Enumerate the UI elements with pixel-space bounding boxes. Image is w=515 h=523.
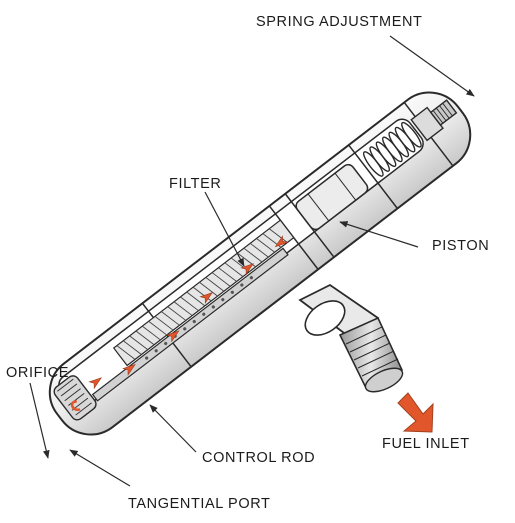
leader-tangential-port bbox=[69, 449, 131, 487]
leader-piston bbox=[339, 221, 419, 248]
fuel-flow-arrows bbox=[70, 235, 289, 412]
spring bbox=[362, 121, 422, 177]
leader-spring-adjustment bbox=[389, 35, 475, 97]
label-spring-adjustment: SPRING ADJUSTMENT bbox=[256, 14, 423, 30]
orifice-tip bbox=[53, 375, 97, 421]
nozzle-body bbox=[48, 91, 472, 436]
label-orifice: ORIFICE bbox=[6, 365, 70, 381]
label-piston: PISTON bbox=[432, 238, 490, 254]
label-tangential-port: TANGENTIAL PORT bbox=[128, 496, 271, 512]
leader-lines bbox=[29, 35, 475, 487]
leader-filter bbox=[204, 191, 245, 267]
leader-orifice bbox=[29, 382, 50, 459]
fuel-inlet-arrow bbox=[397, 392, 434, 433]
label-control-rod: CONTROL ROD bbox=[202, 450, 316, 466]
filter-screen bbox=[112, 219, 295, 367]
leader-control-rod bbox=[149, 404, 197, 453]
fuel-inlet-fitting bbox=[298, 283, 404, 393]
control-rod bbox=[91, 247, 289, 402]
label-fuel-inlet: FUEL INLET bbox=[382, 436, 470, 452]
spring-adjustment-screw bbox=[410, 99, 458, 142]
label-filter: FILTER bbox=[169, 176, 222, 192]
piston bbox=[295, 163, 369, 231]
